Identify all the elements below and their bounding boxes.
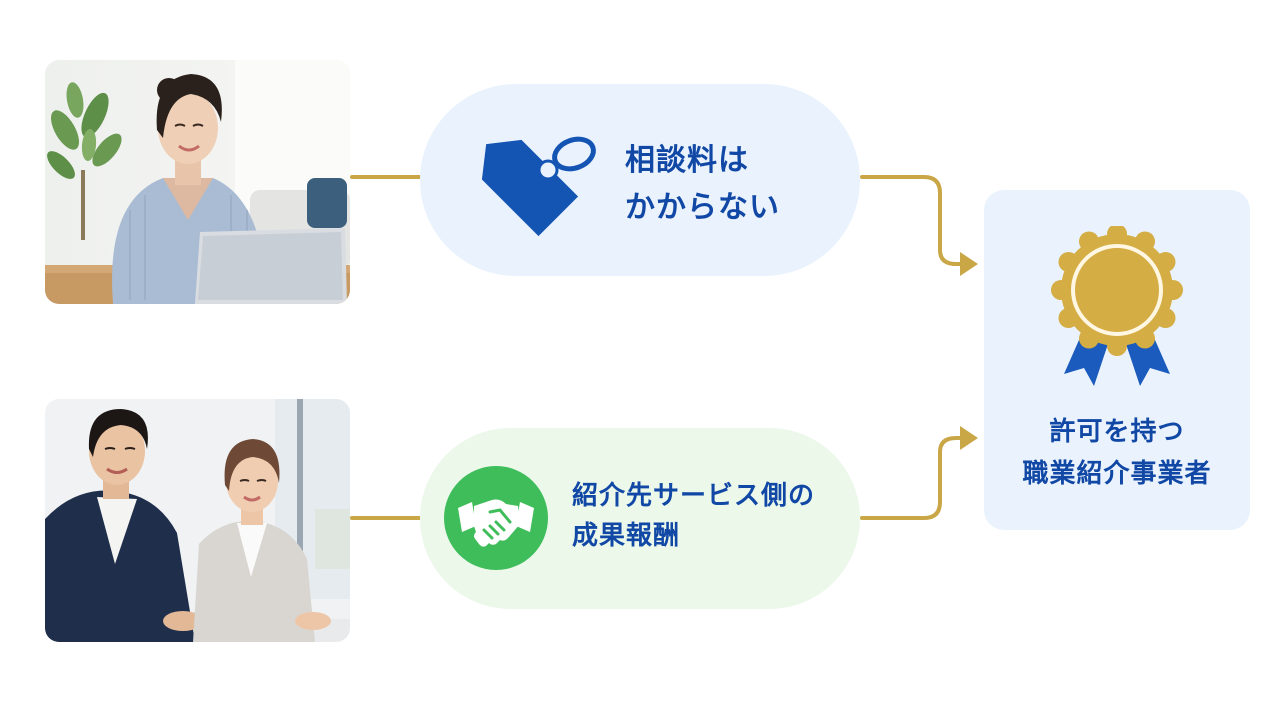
fee-label-line2: かからない [625, 189, 780, 225]
connector-reward-to-license [860, 436, 964, 520]
award-rosette-icon [1051, 226, 1183, 386]
node-success-fee-from-service: 紹介先サービス側の 成果報酬 [420, 428, 860, 609]
license-label-line1: 許可を持つ [1049, 417, 1185, 447]
arrowhead-lower [960, 426, 978, 450]
plant-illustration [47, 82, 122, 240]
photo-couple-at-table [45, 399, 350, 642]
reward-label: 紹介先サービス側の 成果報酬 [572, 476, 815, 557]
handshake-icon [444, 466, 548, 570]
price-tag-icon [481, 136, 596, 237]
connector-fee-to-license [860, 175, 964, 266]
arrowhead-upper [960, 252, 978, 276]
node-licensed-placement-agency: 許可を持つ 職業紹介事業者 [984, 190, 1250, 530]
license-label: 許可を持つ 職業紹介事業者 [984, 412, 1250, 495]
fee-label: 相談料は かからない [625, 138, 780, 231]
license-label-line2: 職業紹介事業者 [1022, 458, 1212, 489]
node-no-consultation-fee: 相談料は かからない [420, 84, 860, 276]
photo-consultant-with-laptop [45, 60, 350, 304]
reward-label-line1: 紹介先サービス側の [572, 481, 816, 511]
fee-label-line1: 相談料は [625, 143, 749, 178]
reward-label-line2: 成果報酬 [572, 521, 681, 552]
